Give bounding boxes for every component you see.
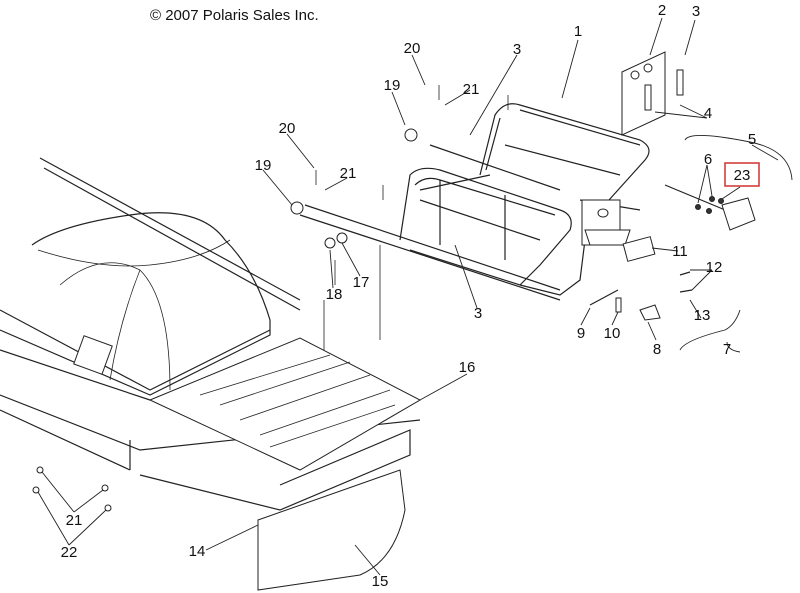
callout-15[interactable]: 15 (372, 573, 389, 590)
hitch-parts (589, 236, 693, 321)
callout-20[interactable]: 20 (404, 40, 421, 57)
callout-14[interactable]: 14 (189, 543, 206, 560)
callout-17[interactable]: 17 (353, 274, 370, 291)
callout-6[interactable]: 6 (704, 151, 712, 168)
callout-1[interactable]: 1 (574, 23, 582, 40)
callout-9[interactable]: 9 (577, 325, 585, 342)
callouts: 1 2 3 3 3 4 5 6 7 8 9 10 11 12 13 14 15 … (61, 2, 760, 590)
callout-20[interactable]: 20 (279, 120, 296, 137)
license-bracket (621, 51, 666, 136)
callout-21[interactable]: 21 (66, 512, 83, 529)
callout-4[interactable]: 4 (704, 105, 712, 122)
callout-10[interactable]: 10 (604, 325, 621, 342)
leader-lines (37, 17, 793, 576)
callout-13[interactable]: 13 (694, 307, 711, 324)
callout-19[interactable]: 19 (255, 157, 272, 174)
callout-19[interactable]: 19 (384, 77, 401, 94)
callout-11[interactable]: 11 (672, 243, 688, 260)
callout-23-highlight-box (724, 162, 760, 187)
rack (290, 103, 650, 301)
callout-5[interactable]: 5 (748, 131, 756, 148)
callout-8[interactable]: 8 (653, 341, 661, 358)
callout-3[interactable]: 3 (513, 41, 521, 58)
callout-21[interactable]: 21 (340, 165, 357, 182)
callout-16[interactable]: 16 (459, 359, 476, 376)
copyright-text: © 2007 Polaris Sales Inc. (150, 7, 319, 24)
callout-2[interactable]: 2 (658, 2, 666, 19)
callout-3[interactable]: 3 (474, 305, 482, 322)
callout-21[interactable]: 21 (463, 81, 480, 98)
callout-7[interactable]: 7 (723, 341, 731, 358)
callout-23[interactable]: 23 (734, 167, 751, 184)
callout-12[interactable]: 12 (706, 259, 723, 276)
tail-light (664, 184, 756, 231)
callout-22[interactable]: 22 (61, 544, 78, 561)
callout-18[interactable]: 18 (326, 286, 343, 303)
mud-flap (257, 469, 406, 591)
callout-3[interactable]: 3 (692, 3, 700, 20)
seat (0, 157, 301, 401)
deck-plate (148, 337, 422, 471)
